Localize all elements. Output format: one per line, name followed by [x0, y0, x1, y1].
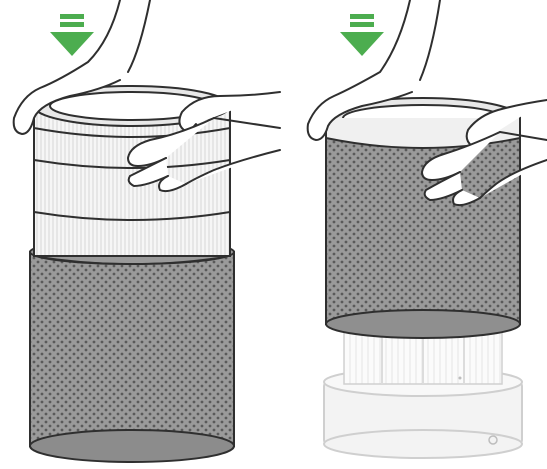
arrow-down-icon: [340, 14, 384, 56]
mesh-shell: [30, 240, 234, 462]
purifier-base: [324, 332, 522, 458]
step-right-group: [308, 0, 547, 458]
step-left-group: [14, 0, 280, 462]
arrow-down-icon: [50, 14, 94, 56]
